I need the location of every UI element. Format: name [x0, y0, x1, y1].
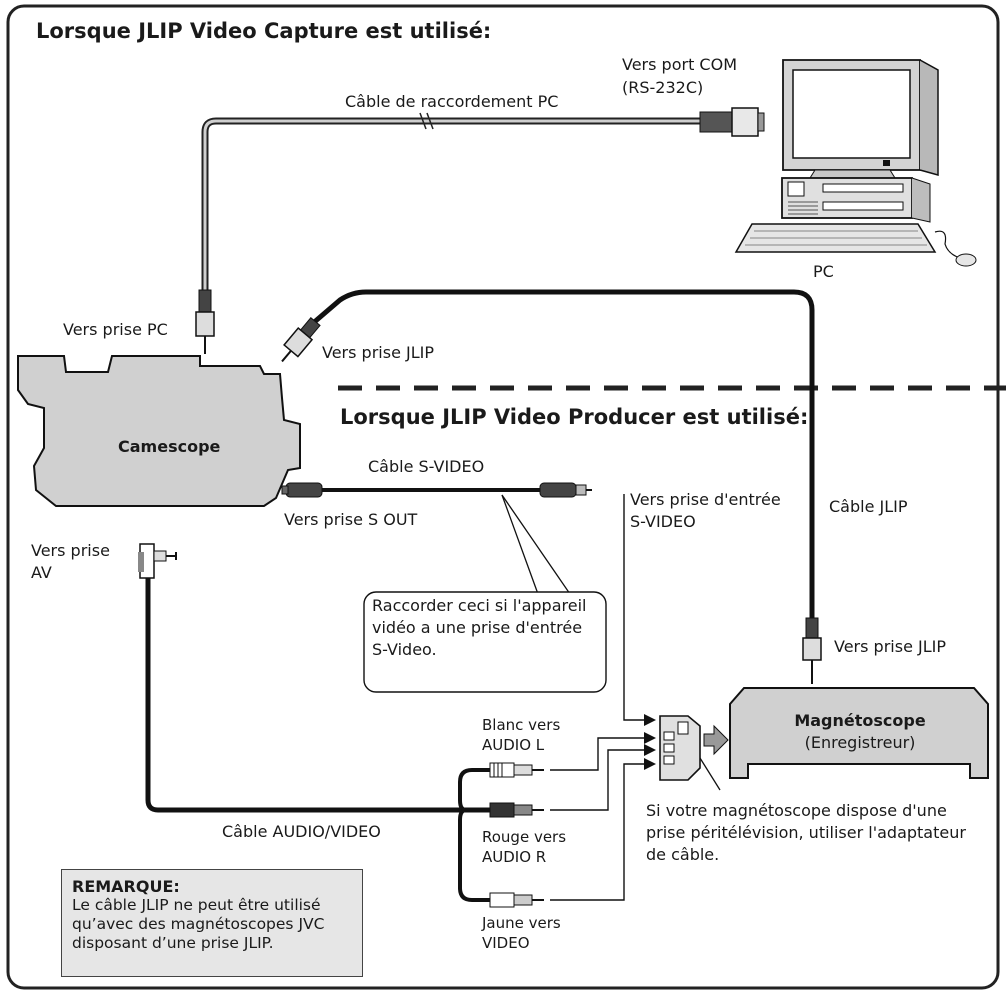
- com-port-label-2: (RS-232C): [622, 78, 704, 97]
- producer-title: Lorsque JLIP Video Producer est utilisé:: [340, 405, 809, 429]
- svideo-plug-right: [539, 482, 592, 498]
- av-cable: [145, 578, 490, 813]
- to-av-jack-label-1: Vers prise: [31, 541, 110, 560]
- svideo-plug-left: [281, 482, 323, 498]
- jlip-cable: [296, 289, 815, 618]
- scart-to-vcr-arrow: [703, 724, 729, 756]
- yellow-label-2: VIDEO: [482, 934, 530, 952]
- pc-plug: [195, 289, 215, 354]
- vcr-subtitle: (Enregistreur): [804, 733, 916, 752]
- scart-note: Si votre magnétoscope dispose d'une pris…: [646, 801, 966, 864]
- white-label-1: Blanc vers: [482, 716, 561, 734]
- to-svideo-input-label-2: S-VIDEO: [630, 512, 696, 531]
- white-label-2: AUDIO L: [482, 736, 545, 754]
- to-svideo-input-label-1: Vers prise d'entrée: [630, 490, 781, 509]
- com-port-label-1: Vers port COM: [622, 55, 737, 74]
- jlip-plug-vcr: [802, 617, 822, 684]
- note-title: REMARQUE:: [72, 877, 180, 896]
- red-label-2: AUDIO R: [482, 848, 547, 866]
- svideo-cable-label: Câble S-VIDEO: [368, 457, 485, 476]
- to-av-jack-label-2: AV: [31, 563, 52, 582]
- red-label-1: Rouge vers: [482, 828, 567, 846]
- callout-text: Raccorder ceci si l'appareil vidéo a une…: [372, 596, 587, 659]
- yellow-label-1: Jaune vers: [482, 914, 561, 932]
- svideo-arrow-line: [623, 494, 646, 721]
- vcr-title: Magnétoscope: [794, 711, 926, 730]
- av-cable-label: Câble AUDIO/VIDEO: [222, 822, 381, 841]
- capture-title: Lorsque JLIP Video Capture est utilisé:: [36, 19, 492, 43]
- pc-computer: [734, 59, 977, 267]
- jlip-plug-camcorder: [281, 317, 321, 363]
- vcr-body: [729, 687, 989, 779]
- camcorder-label: Camescope: [118, 437, 221, 456]
- pc-cable-label: Câble de raccordement PC: [345, 92, 559, 111]
- pc-cable: [201, 117, 700, 290]
- av-plug: [138, 543, 177, 579]
- note-body: Le câble JLIP ne peut être utilisé qu’av…: [72, 896, 325, 952]
- rca-plug-red: [489, 802, 544, 818]
- callout-box: [363, 591, 607, 693]
- scart-adapter: [659, 715, 701, 781]
- rs232c-connector: [699, 107, 765, 137]
- outer-frame: [6, 4, 1000, 990]
- to-jlip-jack-cam-label: Vers prise JLIP: [322, 343, 434, 362]
- rca-plug-yellow: [489, 892, 544, 908]
- note-box: REMARQUE: Le câble JLIP ne peut être uti…: [61, 869, 363, 977]
- to-jlip-jack-vcr-label: Vers prise JLIP: [834, 637, 946, 656]
- rca-plug-white: [489, 762, 544, 778]
- to-pc-jack-label: Vers prise PC: [63, 320, 168, 339]
- jlip-cable-label: Câble JLIP: [829, 497, 908, 516]
- camcorder-body: [17, 355, 301, 507]
- to-s-out-label: Vers prise S OUT: [284, 510, 418, 529]
- pc-label: PC: [813, 262, 834, 281]
